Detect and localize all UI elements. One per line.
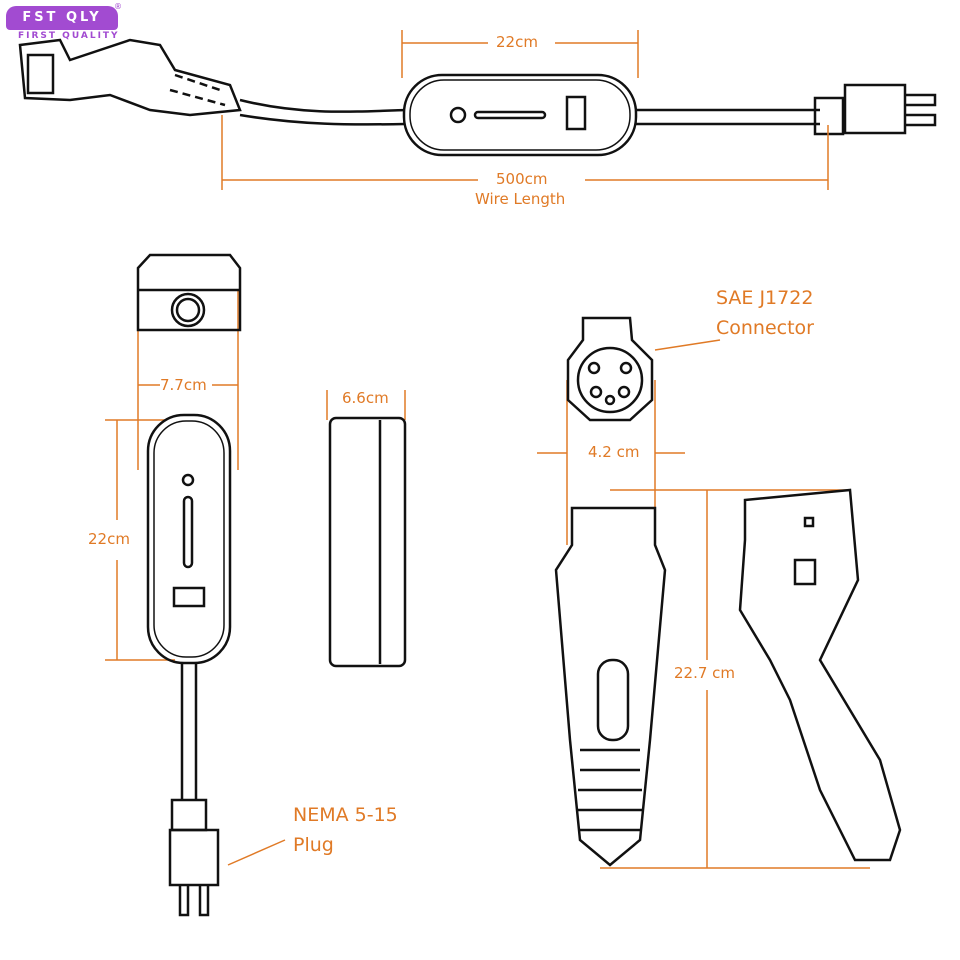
top-plug [813,83,937,136]
top-connector-drawing [18,38,242,117]
callout-connector-line2: Connector [716,317,814,339]
dim-box-height: 22cm [88,530,130,548]
callout-connector-line1: SAE J1722 [716,287,814,309]
dimension-lines [105,30,870,869]
logo-registered: ® [114,2,122,11]
callout-plug-line2: Plug [293,834,334,856]
logo-car-badge: FST QLY [6,6,118,30]
top-control-box [402,73,638,157]
dim-connector-width: 4.2 cm [588,443,640,461]
box-front-view [146,413,232,917]
dim-box-width: 7.7cm [160,376,207,394]
callout-connector: SAE J1722 Connector [716,283,814,343]
connector-front-view [554,506,667,867]
dim-wire-length-value: 500cm [496,170,548,188]
top-cable [239,98,820,126]
logo-tagline: FIRST QUALITY [18,31,120,41]
connector-face-view [566,316,654,422]
dim-box-length-top: 22cm [496,33,538,51]
callout-plug: NEMA 5-15 Plug [293,800,398,860]
dim-connector-length: 22.7 cm [674,664,736,682]
dim-wire-length-label: Wire Length [475,190,566,208]
box-top-view [136,253,242,332]
brand-logo: FST QLY ® FIRST QUALITY [4,2,122,42]
connector-side-view [738,488,902,862]
dim-box-depth: 6.6cm [342,389,389,407]
box-side-view [328,416,407,668]
callout-plug-line1: NEMA 5-15 [293,804,398,826]
